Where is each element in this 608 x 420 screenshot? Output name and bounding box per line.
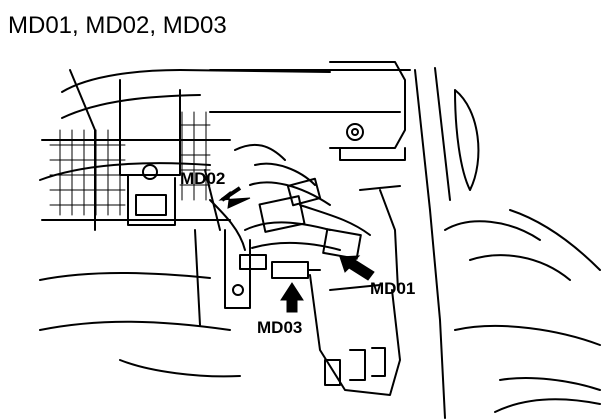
connectors xyxy=(239,177,362,279)
callout-md02: MD02 xyxy=(180,169,225,188)
callout-md03: MD03 xyxy=(257,318,302,337)
crossbar-tube xyxy=(209,61,411,161)
arrow-md02-shaft xyxy=(220,186,242,202)
wire-harness xyxy=(209,143,371,251)
callout-arrows xyxy=(218,186,375,313)
grille-hatching xyxy=(49,111,211,216)
mounting-bracket xyxy=(119,79,181,226)
right-panel xyxy=(414,67,601,419)
page-title: MD01, MD02, MD03 xyxy=(8,12,227,39)
support-plate xyxy=(194,169,251,326)
arrow-md01 xyxy=(339,255,375,281)
arrow-md03 xyxy=(280,282,304,313)
callout-md01: MD01 xyxy=(370,279,415,298)
actuator-body xyxy=(309,185,401,396)
